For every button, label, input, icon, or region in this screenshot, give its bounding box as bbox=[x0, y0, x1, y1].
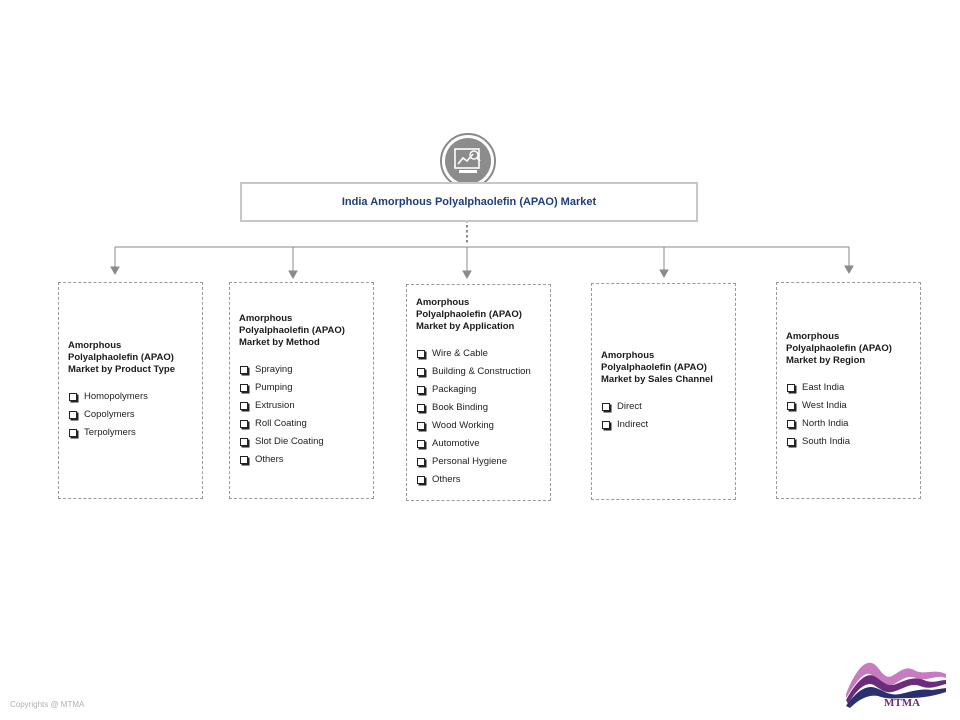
checkbox-bullet-icon bbox=[69, 392, 77, 401]
checkbox-bullet-icon bbox=[417, 403, 425, 412]
list-item: West India bbox=[786, 397, 911, 415]
list-item: Wire & Cable bbox=[416, 345, 541, 363]
segment-method: Amorphous Polyalphaolefin (APAO) Market … bbox=[229, 282, 374, 499]
list-item: Building & Construction bbox=[416, 363, 541, 381]
market-chart-icon bbox=[440, 133, 496, 189]
checkbox-bullet-icon bbox=[787, 419, 795, 428]
copyright-text: Copyrights @ MTMA bbox=[10, 700, 85, 709]
list-item: Indirect bbox=[601, 416, 726, 434]
list-item: Book Binding bbox=[416, 399, 541, 417]
checkbox-bullet-icon bbox=[417, 349, 425, 358]
checkbox-bullet-icon bbox=[787, 437, 795, 446]
list-item: Spraying bbox=[239, 361, 364, 379]
list-item: Automotive bbox=[416, 435, 541, 453]
list-item: Roll Coating bbox=[239, 415, 364, 433]
list-item: Others bbox=[239, 451, 364, 469]
segment-application: Amorphous Polyalphaolefin (APAO) Market … bbox=[406, 284, 551, 501]
logo-text: MTMA bbox=[884, 697, 920, 709]
segment-title: Amorphous Polyalphaolefin (APAO) Market … bbox=[68, 339, 175, 375]
checkbox-bullet-icon bbox=[240, 365, 248, 374]
checkbox-bullet-icon bbox=[417, 385, 425, 394]
checkbox-bullet-icon bbox=[240, 383, 248, 392]
checkbox-bullet-icon bbox=[417, 475, 425, 484]
list-item: Direct bbox=[601, 398, 726, 416]
segment-region: Amorphous Polyalphaolefin (APAO) Market … bbox=[776, 282, 921, 499]
list-item: Slot Die Coating bbox=[239, 433, 364, 451]
checkbox-bullet-icon bbox=[787, 383, 795, 392]
segment-title: Amorphous Polyalphaolefin (APAO) Market … bbox=[601, 349, 713, 385]
segment-product-type: Amorphous Polyalphaolefin (APAO) Market … bbox=[58, 282, 203, 499]
segment-title: Amorphous Polyalphaolefin (APAO) Market … bbox=[239, 312, 345, 348]
list-item: North India bbox=[786, 415, 911, 433]
list-item: Packaging bbox=[416, 381, 541, 399]
checkbox-bullet-icon bbox=[240, 455, 248, 464]
list-item: Wood Working bbox=[416, 417, 541, 435]
checkbox-bullet-icon bbox=[417, 457, 425, 466]
checkbox-bullet-icon bbox=[240, 401, 248, 410]
checkbox-bullet-icon bbox=[417, 439, 425, 448]
list-item: East India bbox=[786, 379, 911, 397]
checkbox-bullet-icon bbox=[69, 428, 77, 437]
segment-title: Amorphous Polyalphaolefin (APAO) Market … bbox=[786, 330, 892, 366]
checkbox-bullet-icon bbox=[69, 410, 77, 419]
checkbox-bullet-icon bbox=[787, 401, 795, 410]
list-item: Homopolymers bbox=[68, 388, 193, 406]
list-item: Terpolymers bbox=[68, 424, 193, 442]
checkbox-bullet-icon bbox=[602, 402, 610, 411]
list-item: Personal Hygiene bbox=[416, 453, 541, 471]
list-item: Pumping bbox=[239, 379, 364, 397]
mtma-logo: MTMA bbox=[846, 662, 946, 709]
list-item: Extrusion bbox=[239, 397, 364, 415]
market-title-box: India Amorphous Polyalphaolefin (APAO) M… bbox=[240, 182, 698, 222]
checkbox-bullet-icon bbox=[240, 419, 248, 428]
checkbox-bullet-icon bbox=[417, 367, 425, 376]
market-title: India Amorphous Polyalphaolefin (APAO) M… bbox=[341, 196, 597, 208]
list-item: South India bbox=[786, 433, 911, 451]
segment-sales-channel: Amorphous Polyalphaolefin (APAO) Market … bbox=[591, 283, 736, 500]
list-item: Others bbox=[416, 471, 541, 489]
list-item: Copolymers bbox=[68, 406, 193, 424]
checkbox-bullet-icon bbox=[240, 437, 248, 446]
checkbox-bullet-icon bbox=[417, 421, 425, 430]
checkbox-bullet-icon bbox=[602, 420, 610, 429]
segment-title: Amorphous Polyalphaolefin (APAO) Market … bbox=[416, 296, 522, 332]
